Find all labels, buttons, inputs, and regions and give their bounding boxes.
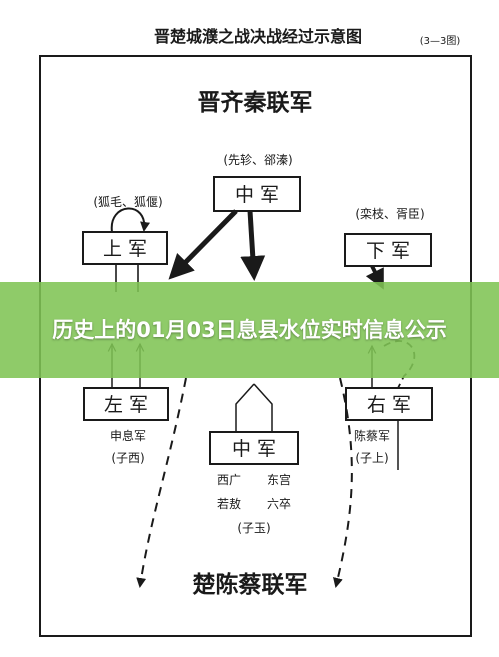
jin-lower-army-box	[344, 233, 432, 267]
figure-reference: (3—3图)	[420, 35, 461, 47]
jin-center-army-label: 中 军	[235, 184, 279, 206]
chu-left-army-box	[83, 387, 169, 421]
chu-center-unit-liuzu: 六卒	[267, 497, 291, 511]
chu-center-unit-xiguang: 西广	[217, 473, 241, 487]
headline-title: 历史上的01月03日息县水位实时信息公示	[52, 318, 447, 342]
jin-center-commanders: (先轸、郤溱)	[223, 153, 292, 167]
chu-left-army-label: 左 军	[104, 394, 148, 416]
chu-left-retreat-route	[136, 377, 187, 588]
chu-center-unit-donggong: 东宫	[267, 472, 291, 487]
jin-lower-army-label: 下 军	[366, 240, 410, 262]
upper-army-feint-arc	[110, 207, 151, 233]
chu-right-army-label: 右 军	[367, 394, 411, 416]
chu-center-advance-line	[235, 383, 255, 432]
chu-center-advance-line-2	[253, 383, 273, 432]
headline-banner: 历史上的01月03日息县水位实时信息公示	[0, 282, 499, 378]
center-thrust-arrow-down	[240, 210, 266, 281]
jin-coalition-label: 晋齐秦联军	[198, 89, 313, 116]
jin-lower-commanders: (栾枝、胥臣)	[355, 206, 424, 221]
jin-upper-army-label: 上 军	[103, 238, 147, 260]
chu-coalition-label: 楚陈蔡联军	[193, 571, 308, 598]
chu-center-army-label: 中 军	[232, 438, 276, 460]
center-thrust-arrow-left	[168, 209, 238, 280]
chu-center-unit-ruoao: 若敖	[217, 496, 241, 511]
chu-center-commander: (子玉)	[237, 521, 270, 535]
chu-left-army-commander: (子西)	[111, 451, 144, 465]
diagram-title: 晋楚城濮之战决战经过示意图	[154, 27, 362, 46]
chu-right-army-units: 陈蔡军	[354, 428, 390, 443]
chu-right-army-box	[345, 387, 433, 421]
jin-upper-commanders: (狐毛、狐偃)	[93, 194, 162, 209]
chu-left-army-units: 申息军	[110, 428, 146, 443]
jin-upper-army-box	[82, 231, 168, 265]
chu-right-army-commander: (子上)	[355, 451, 388, 465]
chu-center-army-box	[209, 431, 299, 465]
jin-center-army-box	[213, 176, 301, 212]
